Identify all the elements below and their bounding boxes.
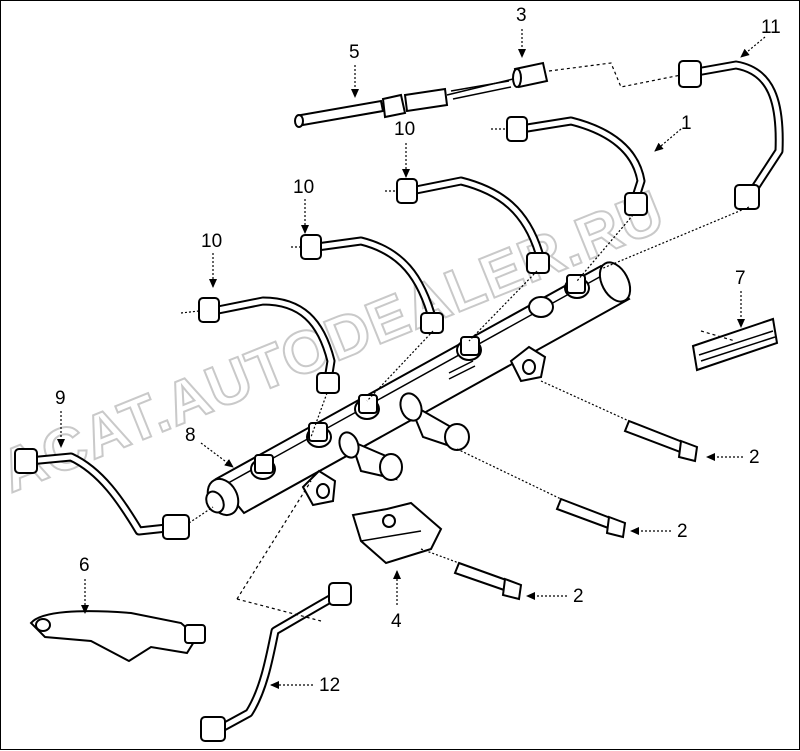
injector-line-11 — [678, 60, 784, 210]
callout-7: 7 — [735, 268, 746, 289]
callout-2b: 2 — [677, 521, 688, 542]
callout-6: 6 — [79, 555, 90, 576]
injector-line-1 — [506, 116, 648, 216]
fuel-rail — [205, 261, 632, 517]
callout-2a: 2 — [749, 447, 760, 468]
injector-line-10-left — [198, 296, 340, 394]
callout-4: 4 — [391, 611, 402, 632]
callouts: 1 2 2 2 3 4 5 6 7 8 9 10 10 — [55, 5, 781, 696]
callout-5: 5 — [349, 42, 360, 63]
callout-9: 9 — [55, 388, 66, 409]
callout-12: 12 — [319, 675, 340, 696]
fitting-3 — [512, 61, 549, 89]
callout-11: 11 — [761, 17, 781, 38]
injector-line-10-mid-right — [396, 176, 550, 274]
connector-5 — [294, 78, 514, 128]
bracket-4 — [351, 501, 443, 565]
return-line-12 — [200, 480, 352, 742]
callout-3: 3 — [516, 5, 527, 26]
label-plate-7 — [691, 317, 779, 372]
callout-8: 8 — [185, 425, 196, 446]
supply-line-9 — [14, 448, 214, 540]
rail-outlet-fittings — [254, 274, 586, 474]
callout-10b: 10 — [293, 177, 314, 198]
bolts-2 — [420, 380, 699, 601]
callout-1: 1 — [681, 113, 692, 134]
bracket-6 — [29, 610, 206, 663]
callout-10c: 10 — [394, 119, 415, 140]
callout-10a: 10 — [201, 231, 222, 252]
callout-2c: 2 — [573, 586, 584, 607]
